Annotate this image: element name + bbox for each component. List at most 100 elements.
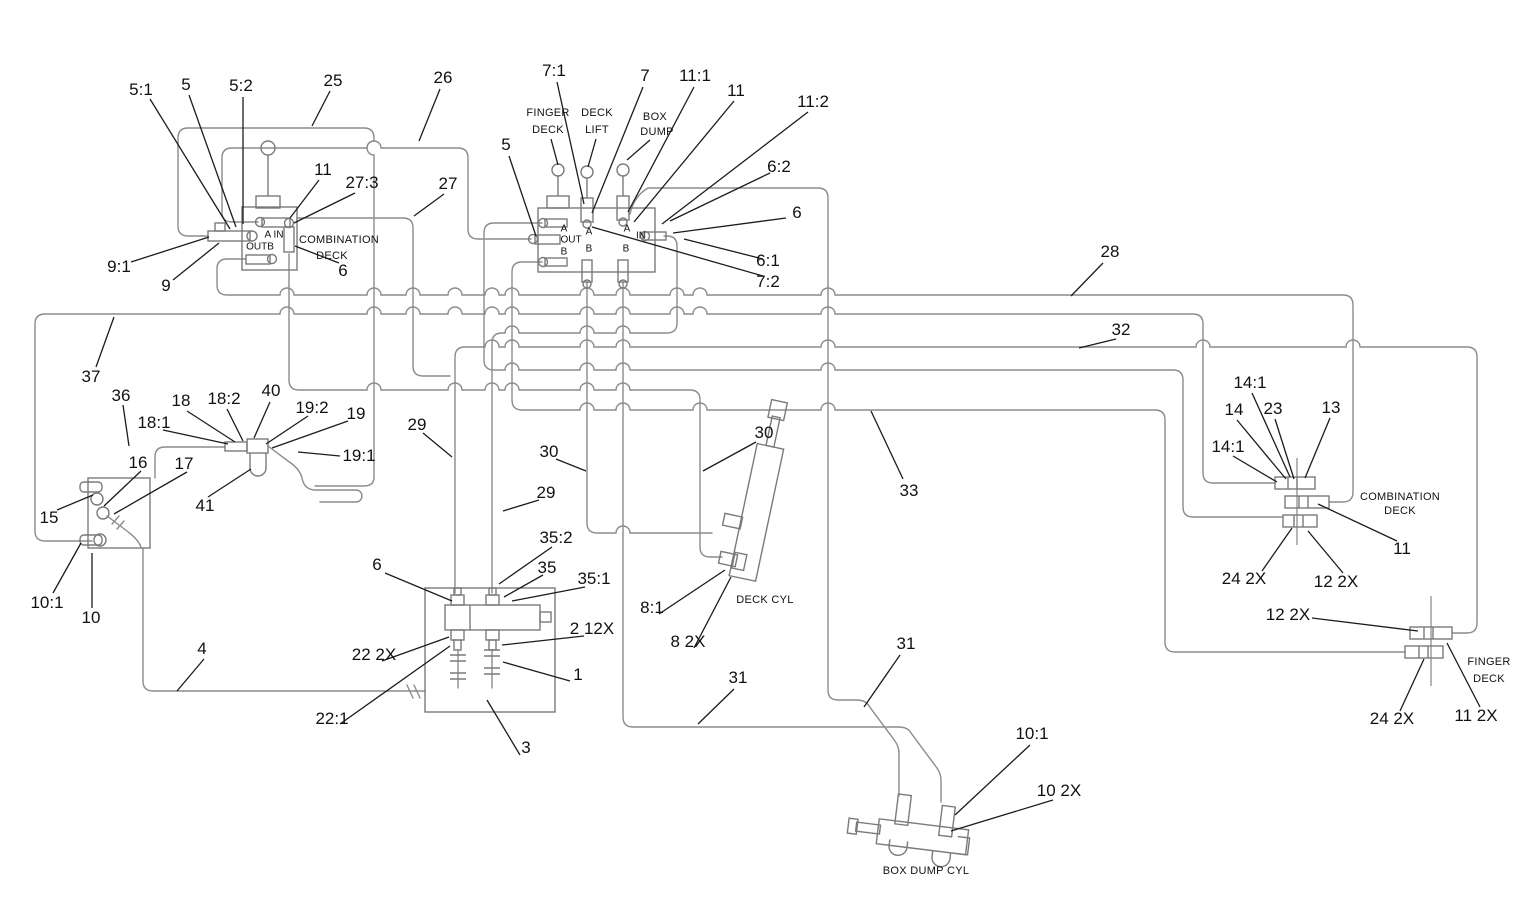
callout-22-1: 22:1 <box>315 709 349 728</box>
hose-26 <box>221 140 532 240</box>
label-deck-cyl: DECK CYL <box>736 594 794 606</box>
label-finger-deck-2: DECK <box>532 124 564 136</box>
hose-27 <box>296 217 451 377</box>
hose-layer <box>34 127 1478 803</box>
callout-6-1: 6:1 <box>756 251 780 270</box>
callout-24-2x: 24 2X <box>1221 569 1267 588</box>
label-box-dump-2: DUMP <box>640 126 674 138</box>
callout-23: 23 <box>1263 399 1283 418</box>
callout-5-2: 5:2 <box>229 76 253 95</box>
deck-cylinder <box>717 398 789 583</box>
hose-deck-rod <box>586 281 713 534</box>
callout-9-1: 9:1 <box>107 257 131 276</box>
callout-27-3: 27:3 <box>345 173 379 192</box>
label-combination-deck-left-2: DECK <box>316 250 348 262</box>
callout-35-1: 35:1 <box>577 569 611 588</box>
callout-40: 40 <box>261 381 281 400</box>
hose-19 <box>267 445 363 503</box>
callout-25: 25 <box>323 71 343 90</box>
port-a-in: A IN <box>264 229 284 241</box>
port-in: IN <box>636 230 646 242</box>
leader-layer <box>52 81 1481 832</box>
fitting-10 <box>93 533 107 547</box>
port-out-b: OUTB <box>246 241 274 253</box>
callout-7-1: 7:1 <box>542 61 566 80</box>
callout-11-1: 11:1 <box>679 66 711 85</box>
fitting-6-left <box>283 226 295 253</box>
callout-35: 35 <box>537 558 557 577</box>
hose-a-left <box>483 222 1284 518</box>
reservoir-tank <box>79 477 151 549</box>
hose-37 <box>34 306 1276 542</box>
callout-15: 15 <box>39 508 59 527</box>
finger-deck-lever-icon <box>551 163 565 177</box>
callout-11c: 11 <box>1393 539 1411 558</box>
callout-6c: 6 <box>338 261 348 280</box>
hose-deck-cap <box>288 253 723 558</box>
hose-36 <box>154 446 226 479</box>
callout-13: 13 <box>1321 398 1341 417</box>
callout-33: 33 <box>899 481 919 500</box>
tee-fitting-9 <box>207 230 251 242</box>
callout-5-1: 5:1 <box>129 80 153 99</box>
callout-37: 37 <box>81 367 101 386</box>
label-box-dump-cyl: BOX DUMP CYL <box>882 865 970 877</box>
hose-33 <box>511 261 1406 653</box>
callout-3: 3 <box>521 738 531 757</box>
callout-11: 11 <box>727 81 745 100</box>
elbow-fitting-16 <box>96 506 110 520</box>
label-box-dump-1: BOX <box>642 111 668 123</box>
label-combination-deck-left-1: COMBINATION <box>298 234 380 246</box>
hose-32 <box>454 339 1478 634</box>
callout-6b: 6 <box>792 203 802 222</box>
callout-31b: 31 <box>896 634 916 653</box>
label-finger-deck-right-2: DECK <box>1473 673 1505 685</box>
callout-8-1: 8:1 <box>640 598 664 617</box>
callout-35-2: 35:2 <box>539 528 573 547</box>
hose-31a <box>629 187 900 797</box>
pump-manifold <box>444 604 541 631</box>
callout-2-12x: 2 12X <box>569 619 615 638</box>
callout-11-2: 11:2 <box>797 92 829 111</box>
port-b1: B <box>560 246 568 258</box>
callout-11-2x: 11 2X <box>1454 706 1498 725</box>
callout-31: 31 <box>728 668 748 687</box>
elbow-fitting-15 <box>90 492 104 506</box>
callout-28: 28 <box>1100 242 1120 261</box>
component-layer <box>79 140 1453 868</box>
hose-4-ticks <box>406 684 421 699</box>
port-out: OUT <box>560 234 582 246</box>
callout-5: 5 <box>181 75 191 94</box>
label-deck-lift-2: LIFT <box>585 124 609 136</box>
hose-17-ticks <box>111 515 125 530</box>
callout-7-2: 7:2 <box>756 272 780 291</box>
callout-36: 36 <box>111 386 131 405</box>
port-b2: B <box>585 243 593 255</box>
callout-14-1: 14:1 <box>1233 373 1267 392</box>
callout-24-2xb: 24 2X <box>1369 709 1415 728</box>
port-a3: A <box>623 223 631 235</box>
three-spool-valve <box>527 163 667 289</box>
callout-22-2x: 22 2X <box>351 645 397 664</box>
label-finger-deck-right-1: FINGER <box>1467 656 1511 668</box>
box-dump-lever-icon <box>616 163 630 177</box>
callout-29b: 29 <box>536 483 556 502</box>
callout-19: 19 <box>346 404 366 423</box>
callout-6-2: 6:2 <box>767 157 791 176</box>
deck-cyl-rod-port <box>721 512 744 530</box>
label-deck-lift-1: DECK <box>581 107 613 119</box>
callout-19-1: 19:1 <box>342 446 376 465</box>
port-b3: B <box>622 243 630 255</box>
callout-10-2x: 10 2X <box>1036 781 1082 800</box>
callout-4: 4 <box>197 639 207 658</box>
plug-41 <box>249 453 267 477</box>
label-combination-deck-right-2: DECK <box>1384 505 1416 517</box>
port-a2: A <box>585 226 593 238</box>
callout-30b: 30 <box>754 423 774 442</box>
label-combination-deck-right-1: COMBINATION <box>1359 491 1441 503</box>
callout-10-1: 10:1 <box>30 593 64 612</box>
callout-32: 32 <box>1111 320 1131 339</box>
callout-18-2: 18:2 <box>207 389 241 408</box>
